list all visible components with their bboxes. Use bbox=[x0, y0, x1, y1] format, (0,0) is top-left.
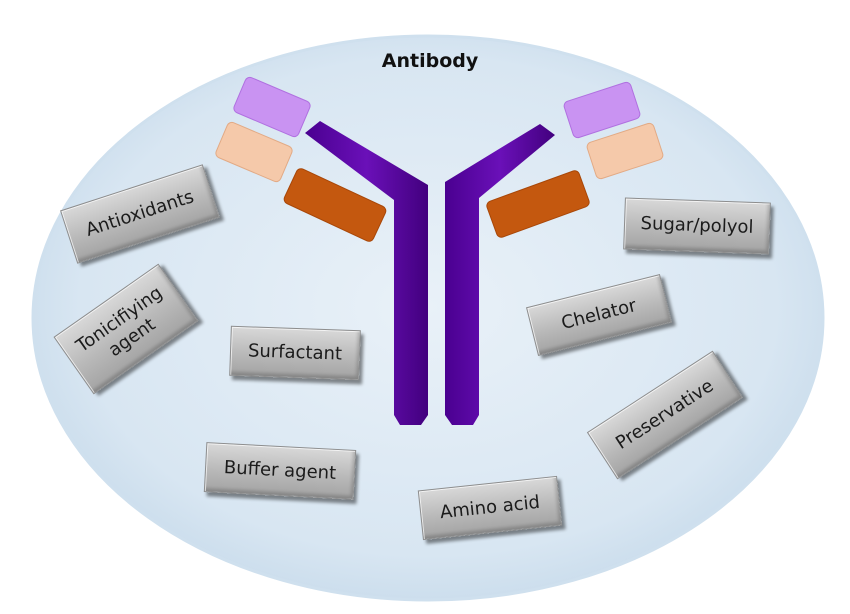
tile-surfactant: Surfactant bbox=[229, 325, 361, 381]
tile-sugar-polyol: Sugar/polyol bbox=[623, 197, 771, 255]
heavy-chain-right bbox=[445, 124, 555, 425]
light-chain-variable-right bbox=[586, 122, 664, 180]
light-chain-constant-right bbox=[486, 170, 590, 238]
heavy-chain-variable-left bbox=[233, 76, 311, 138]
antibody-structure bbox=[215, 76, 664, 425]
light-chain-variable-left bbox=[215, 121, 293, 183]
heavy-chain-variable-right bbox=[563, 81, 641, 139]
tile-buffer-agent: Buffer agent bbox=[203, 442, 357, 500]
light-chain-constant-left bbox=[283, 168, 387, 242]
heavy-chain-left bbox=[305, 121, 428, 425]
diagram-title: Antibody bbox=[381, 50, 479, 72]
